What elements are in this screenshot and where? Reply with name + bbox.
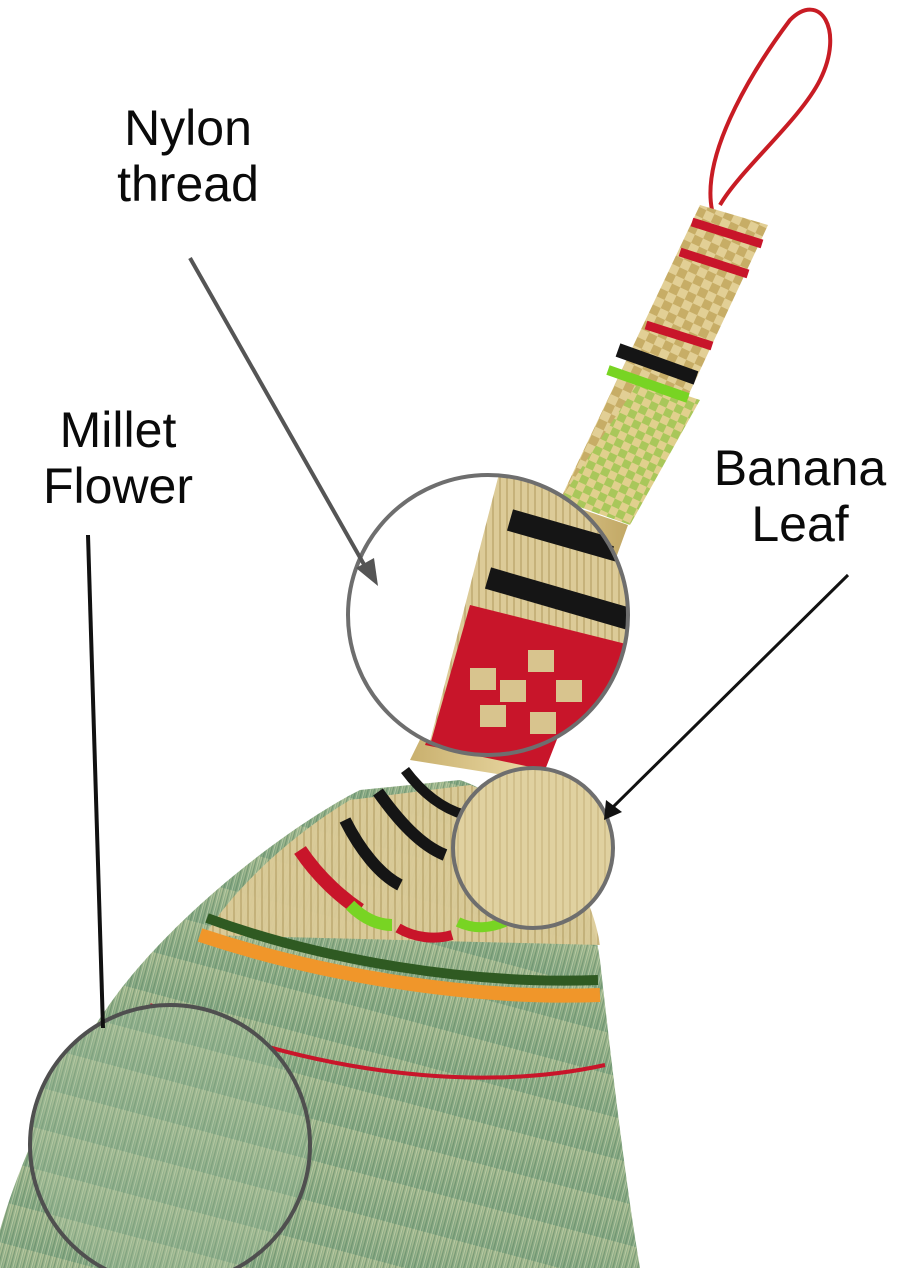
label-banana-line1: Banana bbox=[713, 440, 887, 496]
label-nylon-line1: Nylon bbox=[124, 100, 252, 156]
label-millet-line1: Millet bbox=[59, 402, 177, 458]
dark-green-band bbox=[205, 913, 599, 986]
label-millet-flower: Millet Flower bbox=[18, 402, 218, 514]
label-banana-leaf: Banana Leaf bbox=[700, 440, 900, 552]
label-nylon-line2: thread bbox=[117, 156, 259, 212]
label-banana-line2: Leaf bbox=[751, 496, 849, 552]
line-banana-icon bbox=[604, 573, 850, 820]
arrow-nylon-icon bbox=[188, 257, 378, 586]
line-millet-icon bbox=[86, 534, 105, 1029]
banana-leaf-lens bbox=[451, 766, 615, 930]
nylon-thread-lens bbox=[346, 473, 630, 757]
label-millet-line2: Flower bbox=[42, 458, 194, 514]
label-nylon-thread: Nylon thread bbox=[88, 100, 288, 212]
millet-flower-lens bbox=[28, 1003, 312, 1268]
hanging-loop bbox=[708, 7, 833, 211]
orange-band bbox=[197, 928, 601, 1003]
